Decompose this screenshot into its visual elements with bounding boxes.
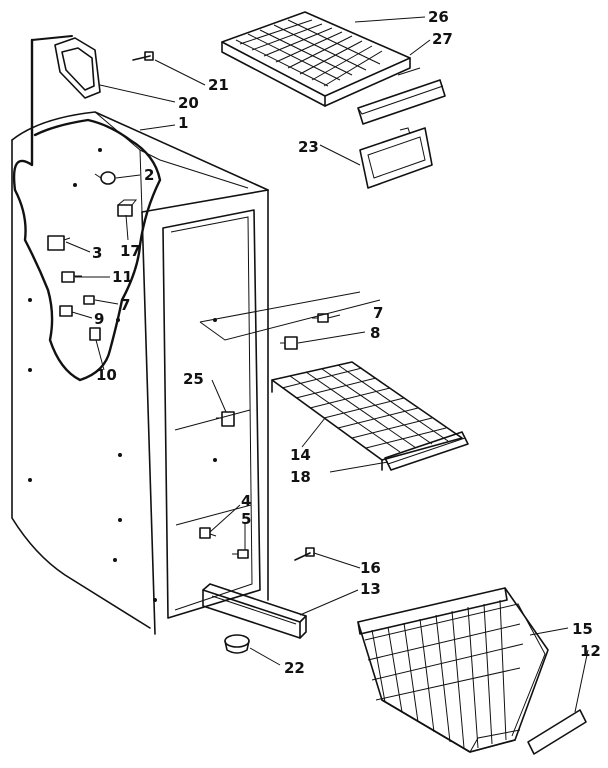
component-7-left xyxy=(83,295,95,305)
basket-trim xyxy=(527,709,587,755)
mounting-holes xyxy=(28,148,217,602)
callout-21: 21 xyxy=(208,76,229,94)
component-2 xyxy=(94,171,116,185)
component-25 xyxy=(216,411,235,427)
callout-18: 18 xyxy=(290,468,311,486)
callout-8: 8 xyxy=(370,324,380,342)
callout-17: 17 xyxy=(120,242,141,260)
callouts: 26 27 21 20 1 23 2 17 3 11 7 9 10 7 8 25… xyxy=(92,8,601,677)
callout-2: 2 xyxy=(144,166,154,184)
component-5 xyxy=(232,549,249,559)
component-11 xyxy=(61,271,82,283)
callout-11: 11 xyxy=(112,268,133,286)
component-9 xyxy=(59,305,73,317)
component-10 xyxy=(89,327,101,341)
shelf-trim-18 xyxy=(384,431,469,471)
callout-15: 15 xyxy=(572,620,593,638)
component-8 xyxy=(280,336,298,350)
callout-9: 9 xyxy=(94,310,104,328)
callout-12: 12 xyxy=(580,642,601,660)
callout-25: 25 xyxy=(183,370,204,388)
callout-7-left: 7 xyxy=(120,296,130,314)
callout-14: 14 xyxy=(290,446,311,464)
callout-5: 5 xyxy=(241,510,251,528)
component-4 xyxy=(199,527,217,539)
cover-23 xyxy=(359,127,433,189)
leader-lines xyxy=(65,16,589,713)
callout-22: 22 xyxy=(284,659,305,677)
leveling-foot xyxy=(224,634,250,654)
callout-23: 23 xyxy=(298,138,319,156)
callout-20: 20 xyxy=(178,94,199,112)
door-handle xyxy=(54,37,101,99)
callout-4: 4 xyxy=(241,492,251,510)
callout-1: 1 xyxy=(178,114,188,132)
handle-screw xyxy=(132,51,154,61)
shelf-trim-27 xyxy=(357,79,446,125)
screw-16 xyxy=(294,547,315,561)
wire-harness xyxy=(12,35,162,382)
bottom-rail xyxy=(202,583,307,639)
callout-7-right: 7 xyxy=(373,304,383,322)
callout-13: 13 xyxy=(360,580,381,598)
component-17 xyxy=(117,199,138,217)
wire-basket xyxy=(357,587,549,753)
top-shelf xyxy=(221,11,411,107)
callout-26: 26 xyxy=(428,8,449,26)
callout-27: 27 xyxy=(432,30,453,48)
callout-3: 3 xyxy=(92,244,102,262)
component-3 xyxy=(47,235,71,251)
callout-16: 16 xyxy=(360,559,381,577)
callout-10: 10 xyxy=(96,366,117,384)
wire-shelf xyxy=(271,361,463,471)
